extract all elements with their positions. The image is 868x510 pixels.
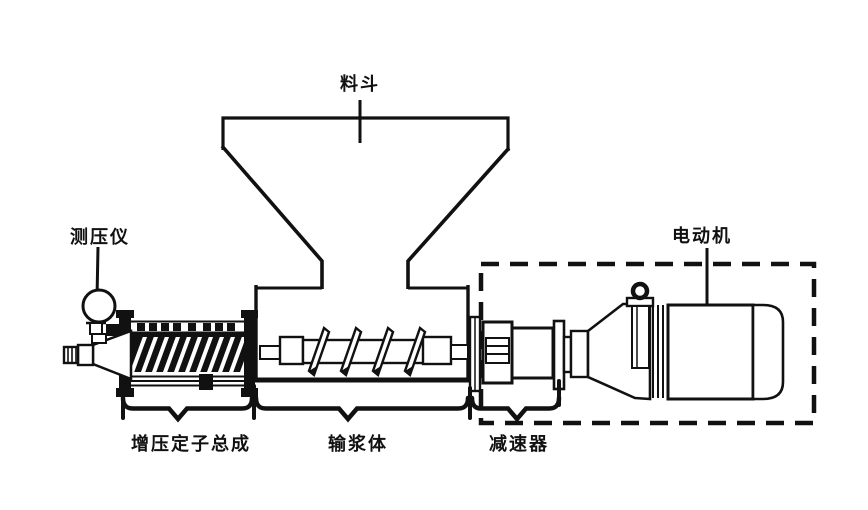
stator-bottom-clamp: [199, 374, 213, 390]
pressure-gauge-dial-icon: [81, 288, 117, 324]
stator-assembly-brace: [120, 395, 255, 423]
motor-eye-bolt-icon: [630, 281, 650, 301]
dimension-braces: [120, 379, 562, 423]
screw-left-hub: [278, 335, 305, 366]
motor-drawing: [625, 281, 785, 401]
screw-right-hub: [421, 335, 453, 366]
hopper-outline: [220, 116, 511, 289]
motor-end-cap: [751, 303, 785, 401]
screw-flights: [307, 326, 427, 377]
reducer-brace: [469, 395, 562, 423]
hopper-label: 料斗: [340, 74, 380, 94]
reducer-label: 减速器: [489, 434, 549, 454]
label-leader-lines: [95, 100, 709, 320]
stator-assembly-label: 增压定子总成: [131, 434, 251, 454]
conveying-body-drawing: [251, 285, 482, 393]
screw-conveyor-drawing: [259, 326, 469, 377]
reducer-flange: [552, 319, 566, 391]
pressure-gauge-label: 测压仪: [70, 227, 130, 247]
stator-assembly-drawing: [116, 310, 258, 397]
conveying-body-label: 输浆体: [328, 434, 388, 454]
stator-right-flange: [244, 316, 255, 391]
motor-label: 电动机: [672, 226, 732, 246]
discharge-and-gauge-drawing: [62, 288, 133, 381]
stator-top-bolts: [137, 323, 235, 331]
conveying-body-brace: [253, 395, 471, 423]
motor-body: [666, 303, 755, 401]
